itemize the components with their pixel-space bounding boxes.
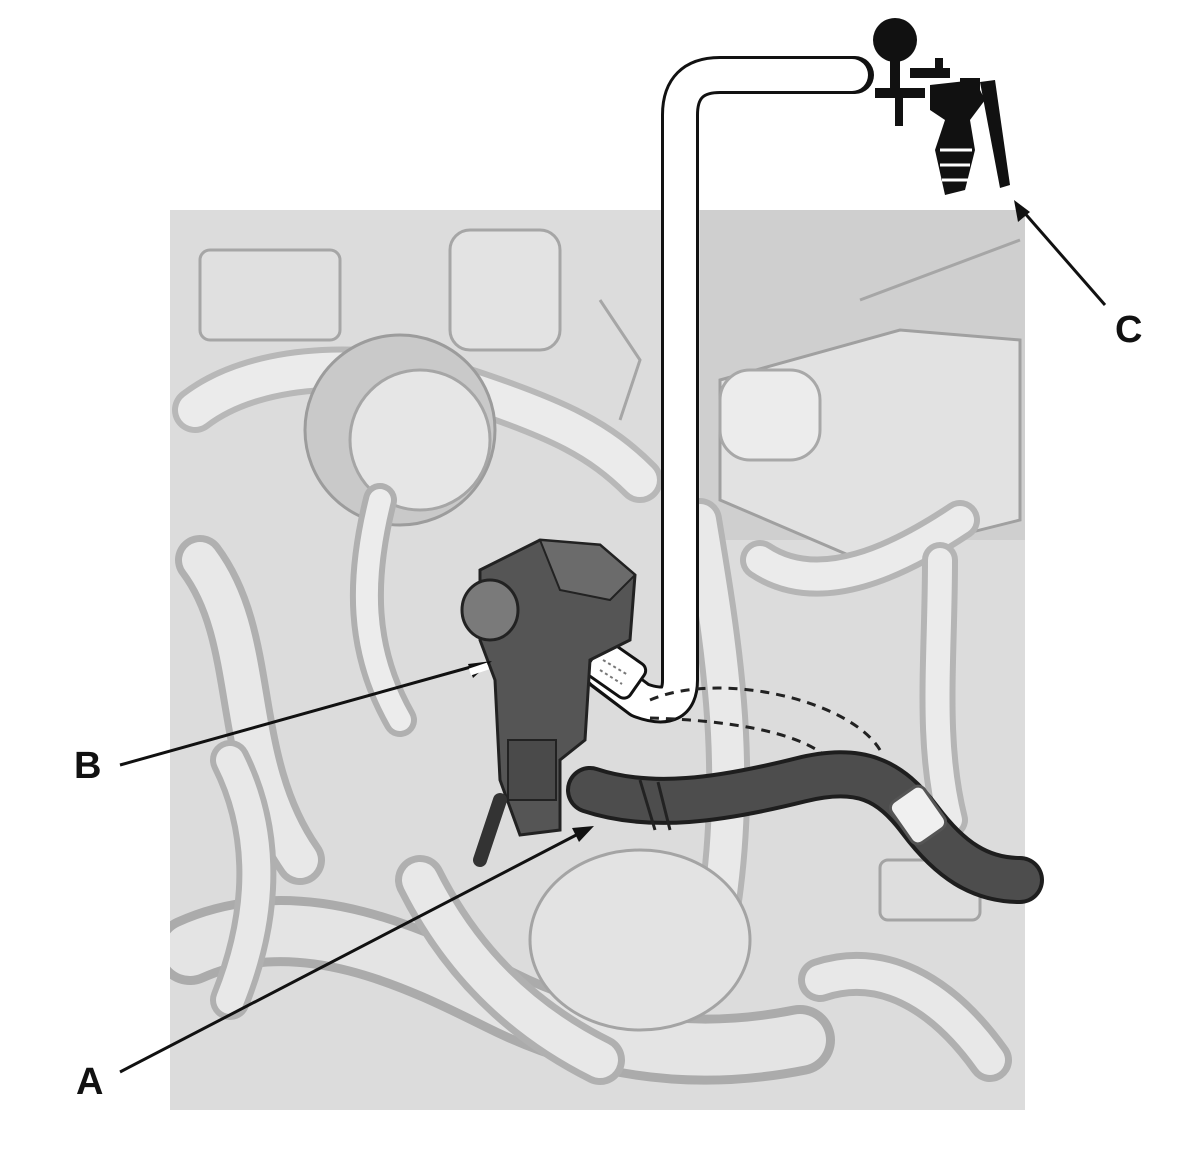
callout-label-c: C [1115, 309, 1142, 351]
callout-label-a: A [76, 1061, 103, 1103]
callout-label-b: B [74, 745, 101, 787]
hose-a [566, 750, 1044, 904]
engine-background [170, 210, 1025, 1110]
vacuum-pump-gauge-c [873, 18, 1010, 195]
valve-b [460, 538, 637, 867]
hidden-hose-dashes [649, 686, 882, 751]
